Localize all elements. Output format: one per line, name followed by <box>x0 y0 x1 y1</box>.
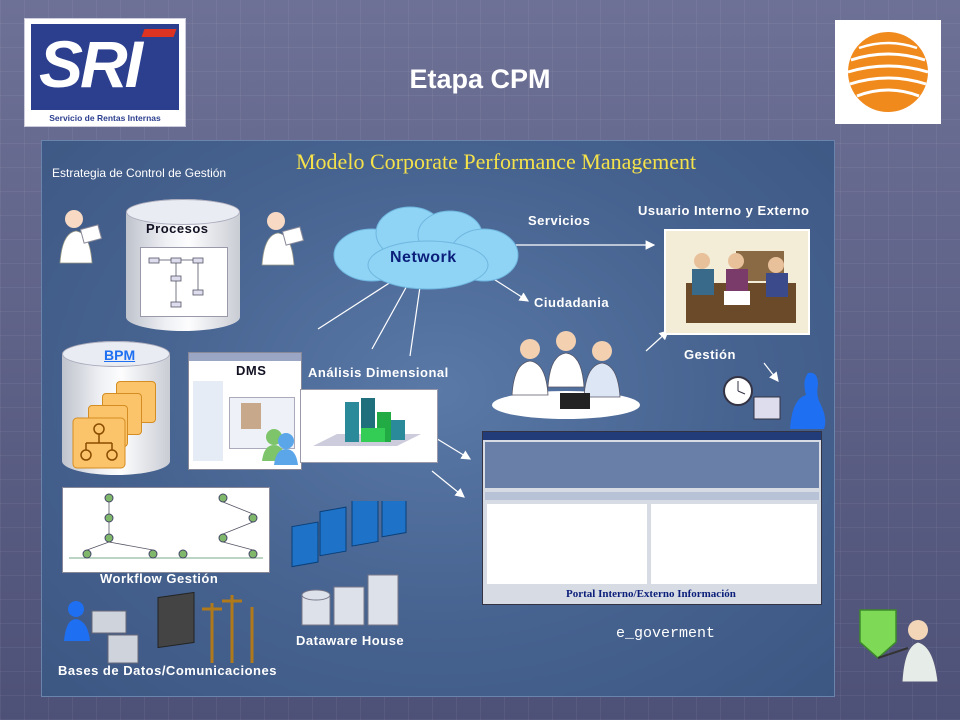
portal-label: Portal Interno/Externo Información <box>566 588 736 600</box>
gestion-team-image <box>490 323 642 419</box>
org-chart-icon <box>72 417 126 469</box>
person-with-documents-icon <box>261 212 305 266</box>
procesos-label: Procesos <box>146 221 209 236</box>
users-icon <box>262 429 298 465</box>
presenter-icon[interactable] <box>858 608 942 684</box>
ciudadania-label: Ciudadania <box>534 295 610 310</box>
sri-logo-background <box>31 24 179 110</box>
orange-sphere-icon <box>835 20 941 124</box>
analisis-label: Análisis Dimensional <box>308 365 449 380</box>
bases-label: Bases de Datos/Comunicaciones <box>58 663 277 678</box>
portal-screenshot <box>482 431 822 605</box>
procesos-cylinder <box>126 199 240 331</box>
dms-label: DMS <box>236 363 267 378</box>
usuario-label: Usuario Interno y Externo <box>638 203 810 218</box>
workflow-diagram-image <box>62 487 270 573</box>
analysis-cube-chart-image <box>300 389 438 463</box>
dataware-servers-icon <box>291 501 407 626</box>
databases-communications-icon <box>64 591 254 664</box>
computer-user-icon <box>723 372 826 429</box>
strategy-label: Estrategia de Control de Gestión <box>52 166 227 180</box>
sri-logo-letters: SRI <box>39 27 143 101</box>
sri-logo-subtitle: Servicio de Rentas Internas <box>49 113 161 123</box>
sri-logo-stripe <box>141 29 177 37</box>
network-label: Network <box>390 249 457 266</box>
procesos-screenshot <box>140 247 228 317</box>
page-title: Etapa CPM <box>409 64 551 94</box>
egov-label: e_goverment <box>616 625 716 642</box>
sri-logo: SRI Servicio de Rentas Internas <box>24 18 186 127</box>
meeting-image <box>664 229 810 335</box>
cpm-diagram-panel: Modelo Corporate Performance Management … <box>41 140 835 697</box>
workflow-label: Workflow Gestión <box>100 571 219 586</box>
person-with-documents-icon <box>59 210 103 264</box>
gestion-label: Gestión <box>684 347 736 362</box>
network-cloud-icon <box>333 206 519 290</box>
bpm-label: BPM <box>104 347 136 363</box>
dataware-label: Dataware House <box>296 633 405 648</box>
servicios-label: Servicios <box>528 213 591 228</box>
diagram-title: Modelo Corporate Performance Management <box>296 149 697 174</box>
